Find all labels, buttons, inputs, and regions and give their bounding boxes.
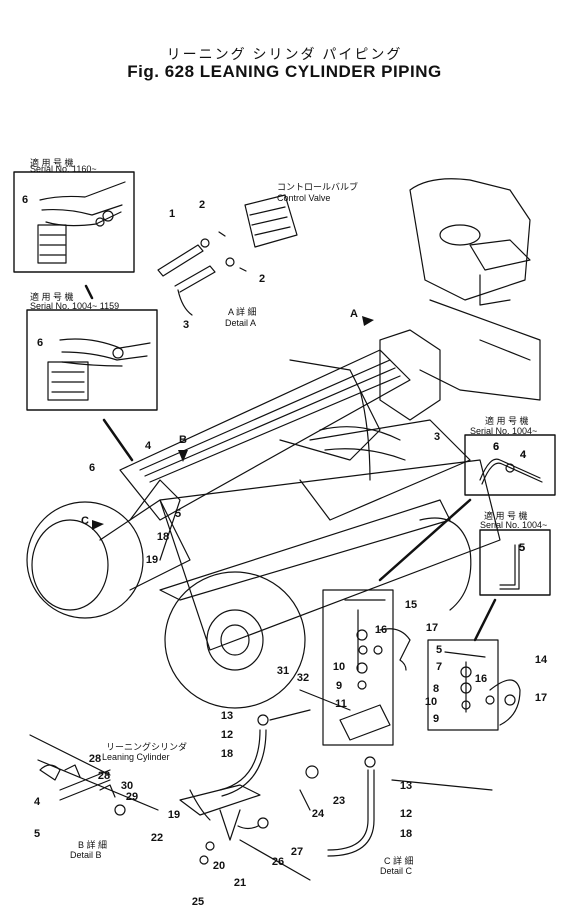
callout: 5 — [518, 542, 526, 554]
callout: 3 — [182, 319, 190, 331]
callout: 16 — [474, 673, 488, 685]
inset3-jp: 適 用 号 機 — [485, 416, 529, 426]
callout: 19 — [145, 554, 159, 566]
callout: 6 — [88, 462, 96, 474]
callout: 4 — [519, 449, 527, 461]
callout: 25 — [191, 896, 205, 908]
callout: 10 — [424, 696, 438, 708]
callout: 13 — [220, 710, 234, 722]
callout: 28 — [88, 753, 102, 765]
control-valve-en: Control Valve — [277, 193, 331, 203]
callout: 17 — [534, 692, 548, 704]
detail-a-en: Detail A — [225, 318, 257, 328]
callout: 11 — [335, 698, 347, 710]
callout: 27 — [290, 846, 304, 858]
callout: 5 — [33, 828, 41, 840]
callout: 26 — [271, 856, 285, 868]
inset-serial-1004-1159 — [26, 309, 158, 411]
wheels — [26, 501, 472, 709]
callout: 10 — [332, 661, 346, 673]
detail-c-jp: C 詳 細 — [384, 856, 414, 866]
callout: 5 — [435, 644, 443, 656]
inset-serial-1160 — [13, 171, 135, 273]
callout: 5 — [174, 508, 182, 520]
callout: 16 — [374, 624, 388, 636]
callout: 18 — [399, 828, 413, 840]
title-japanese: リーニング シリンダ パイピング — [166, 46, 403, 62]
callout: 8 — [432, 683, 440, 695]
detail-c-parts — [299, 589, 493, 857]
callout: 24 — [311, 808, 325, 820]
callout: 4 — [33, 796, 41, 808]
callout: 21 — [233, 877, 247, 889]
inset3-en: Serial No. 1004~ — [470, 426, 538, 436]
control-valve-jp: コントロールバルブ — [277, 182, 359, 192]
callout: 13 — [399, 780, 413, 792]
pointer-arrows — [84, 284, 497, 642]
leaning-cylinder-parts — [29, 709, 319, 881]
callout: 12 — [399, 808, 413, 820]
callout: 14 — [534, 654, 548, 666]
callout: 17 — [425, 622, 439, 634]
inset4-en: Serial No. 1004~ — [480, 520, 548, 530]
view-arrows — [92, 316, 374, 530]
inset2-en: Serial No. 1004~ 1159 — [30, 301, 120, 311]
callout: 32 — [296, 672, 310, 684]
callout: 29 — [125, 791, 139, 803]
operator-cab — [409, 178, 541, 401]
callout: 20 — [212, 860, 226, 872]
detail-right-parts — [427, 639, 521, 731]
callout: 23 — [332, 795, 346, 807]
callout: 6 — [36, 337, 44, 349]
detail-b-en: Detail B — [70, 850, 102, 860]
callout: 4 — [144, 440, 152, 452]
detail-a-group — [157, 194, 298, 316]
callout: 6 — [21, 194, 29, 206]
callout: 30 — [120, 780, 134, 792]
callout: 3 — [433, 431, 441, 443]
callout: 18 — [156, 531, 170, 543]
detail-a-jp: A 詳 細 — [228, 307, 257, 317]
inset1-en: Serial No. 1160~ — [30, 164, 97, 174]
callout: 6 — [492, 441, 500, 453]
detail-c-en: Detail C — [380, 866, 413, 876]
callout: 18 — [220, 748, 234, 760]
inset-serial-1004-b — [479, 529, 551, 596]
view-b-marker: B — [179, 434, 187, 446]
callout: 15 — [404, 599, 418, 611]
callout: 5 — [518, 542, 526, 554]
callout: 22 — [150, 832, 164, 844]
inset1-jp: 適 用 号 機 — [30, 158, 74, 168]
frame-and-piping — [99, 329, 501, 651]
title-english: Fig. 628 LEANING CYLINDER PIPING — [127, 62, 442, 81]
callout: 1 — [168, 208, 176, 220]
callout: 6 — [492, 441, 500, 453]
view-c-marker: C — [81, 515, 89, 527]
callout: 12 — [220, 729, 234, 741]
detail-b-jp: B 詳 細 — [78, 840, 108, 850]
callout: 2 — [198, 199, 206, 211]
callout: 28 — [97, 770, 111, 782]
leaning-cylinder-en: Leaning Cylinder — [102, 752, 170, 762]
callout: 31 — [276, 665, 290, 677]
callout: 9 — [432, 713, 440, 725]
inset4-jp: 適 用 号 機 — [484, 511, 528, 521]
callout: 7 — [435, 661, 443, 673]
callout: 19 — [167, 809, 181, 821]
callout: 2 — [258, 273, 266, 285]
leaning-cylinder-jp: リーニングシリンダ — [106, 742, 188, 752]
view-a-marker: A — [350, 308, 358, 320]
inset-serial-1004-a — [464, 434, 556, 496]
callout: 9 — [335, 680, 343, 692]
callout: 4 — [519, 449, 527, 461]
inset2-jp: 適 用 号 機 — [30, 292, 74, 302]
